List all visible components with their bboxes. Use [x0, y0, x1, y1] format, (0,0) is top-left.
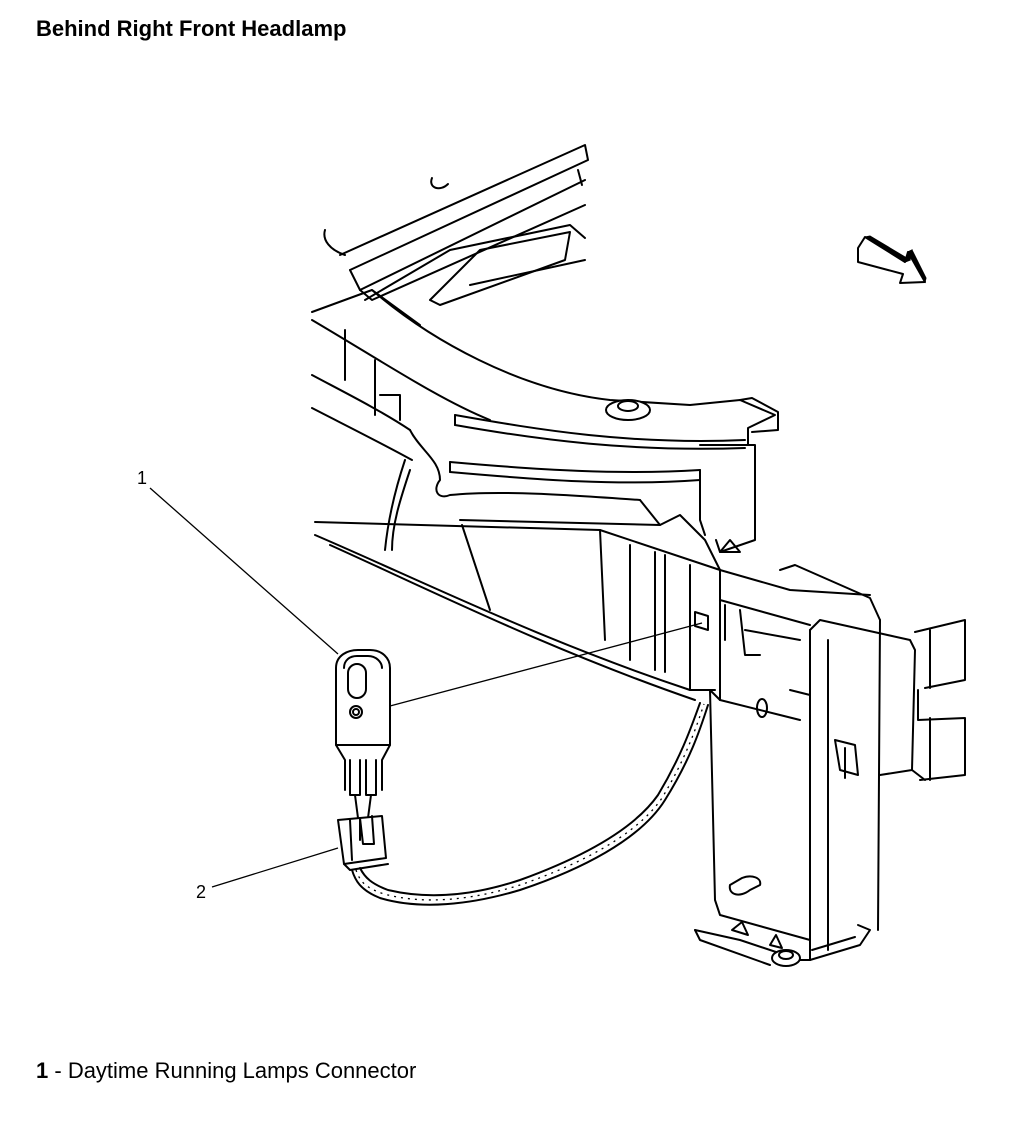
legend-entry-1: 1 - Daytime Running Lamps Connector	[36, 1058, 416, 1084]
side-bracket-tabs	[911, 619, 966, 781]
callout-2-leader-line	[211, 847, 339, 888]
mating-connector	[337, 815, 389, 871]
mounting-plate	[694, 564, 916, 967]
legend-text: Daytime Running Lamps Connector	[67, 1058, 417, 1083]
callout-2: 2	[196, 847, 339, 902]
legend-number: 1	[36, 1058, 49, 1083]
forward-direction-arrow-icon	[857, 235, 927, 284]
callout-1-leader-line	[149, 487, 339, 655]
callout-1: 1	[137, 468, 339, 655]
radiator-support-upper	[311, 144, 779, 484]
legend-separator: -	[48, 1058, 68, 1083]
lower-frame-rail	[314, 521, 871, 701]
side-support-bracket	[384, 429, 756, 611]
drl-connector	[335, 649, 391, 819]
page-title: Behind Right Front Headlamp	[36, 16, 347, 41]
connector-locator-line	[389, 622, 703, 707]
callout-1-number: 1	[137, 468, 147, 488]
callout-2-number: 2	[196, 882, 206, 902]
wiring-harness	[351, 702, 709, 906]
